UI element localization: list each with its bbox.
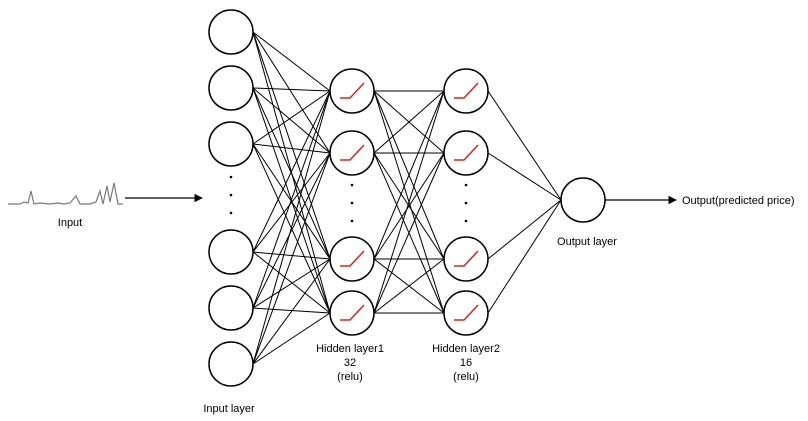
hidden-layer1-node: [329, 290, 375, 336]
input-to-hidden1-connection: [252, 312, 331, 365]
input-to-hidden1-connection: [252, 31, 331, 154]
hidden1-to-hidden2-connection: [373, 90, 445, 154]
input-node: [208, 285, 254, 331]
input-to-hidden1-connection: [252, 152, 331, 365]
input-to-hidden1-connection: [252, 251, 331, 314]
nodes: [208, 9, 606, 387]
connections: [252, 31, 562, 365]
relu-activation-icon: [340, 82, 365, 99]
input-layer-label: Input layer: [203, 403, 255, 415]
hidden-layer2-ellipsis: [464, 183, 468, 223]
input-to-hidden1-connection: [252, 258, 331, 365]
hidden2-to-output-connection: [487, 90, 562, 201]
hidden-layer2-node: [443, 68, 489, 114]
input-to-hidden1-connection: [252, 90, 331, 145]
input-to-hidden1-connection: [252, 87, 331, 154]
hidden1-to-hidden2-connection: [373, 90, 445, 314]
hidden-layer2-node: [443, 290, 489, 336]
input-to-hidden1-connection: [252, 152, 331, 253]
relu-activation-icon: [340, 304, 365, 321]
input-to-hidden1-connection: [252, 31, 331, 92]
input-node: [208, 9, 254, 55]
relu-activation-icon: [454, 144, 479, 161]
relu-activation-icon: [454, 304, 479, 321]
hidden-layer2-activation: (relu): [453, 371, 479, 383]
hidden-layer2-name: Hidden layer2: [432, 343, 500, 355]
hidden1-to-hidden2-connection: [373, 90, 445, 260]
hidden-layer1-node: [329, 68, 375, 114]
hidden-layer1-activation: (relu): [337, 371, 363, 383]
output-label: Output(predicted price): [682, 195, 795, 207]
input-to-hidden1-connection: [252, 152, 331, 309]
relu-activation-icon: [340, 144, 365, 161]
hidden-layer1-ellipsis: [350, 183, 354, 223]
hidden1-to-hidden2-connection: [373, 258, 445, 314]
input-to-hidden1-connection: [252, 90, 331, 309]
hidden1-to-hidden2-connection: [373, 152, 445, 314]
input-label: Input: [58, 217, 82, 229]
hidden2-to-output-connection: [487, 152, 562, 201]
input-node: [208, 341, 254, 387]
input-to-hidden1-connection: [252, 87, 331, 260]
input-to-hidden1-connection: [252, 90, 331, 365]
input-to-hidden1-connection: [252, 31, 331, 260]
input-to-hidden1-connection: [252, 87, 331, 92]
input-node: [208, 229, 254, 275]
hidden-layer1-units: 32: [344, 357, 356, 369]
hidden-layer2-node: [443, 130, 489, 176]
output-node: [560, 177, 606, 223]
input-node: [208, 65, 254, 111]
input-node: [208, 121, 254, 167]
hidden-layer1-node: [329, 130, 375, 176]
relu-activation-icon: [454, 250, 479, 267]
input-to-hidden1-connection: [252, 307, 331, 314]
relu-activation-icon: [454, 82, 479, 99]
hidden-layer1-node: [329, 236, 375, 282]
input-to-hidden1-connection: [252, 258, 331, 309]
input-signal-waveform: [8, 182, 123, 205]
hidden-layer2-node: [443, 236, 489, 282]
input-to-hidden1-connection: [252, 251, 331, 260]
hidden-layer1-name: Hidden layer1: [316, 343, 384, 355]
input-layer-ellipsis: [229, 175, 233, 215]
input-to-hidden1-connection: [252, 143, 331, 260]
output-layer-label: Output layer: [557, 236, 617, 248]
hidden2-to-output-connection: [487, 199, 562, 260]
input-to-hidden1-connection: [252, 90, 331, 253]
hidden1-to-hidden2-connection: [373, 152, 445, 260]
hidden-layer2-units: 16: [460, 357, 472, 369]
hidden2-to-output-connection: [487, 199, 562, 314]
relu-activation-icon: [340, 250, 365, 267]
input-to-hidden1-connection: [252, 143, 331, 154]
